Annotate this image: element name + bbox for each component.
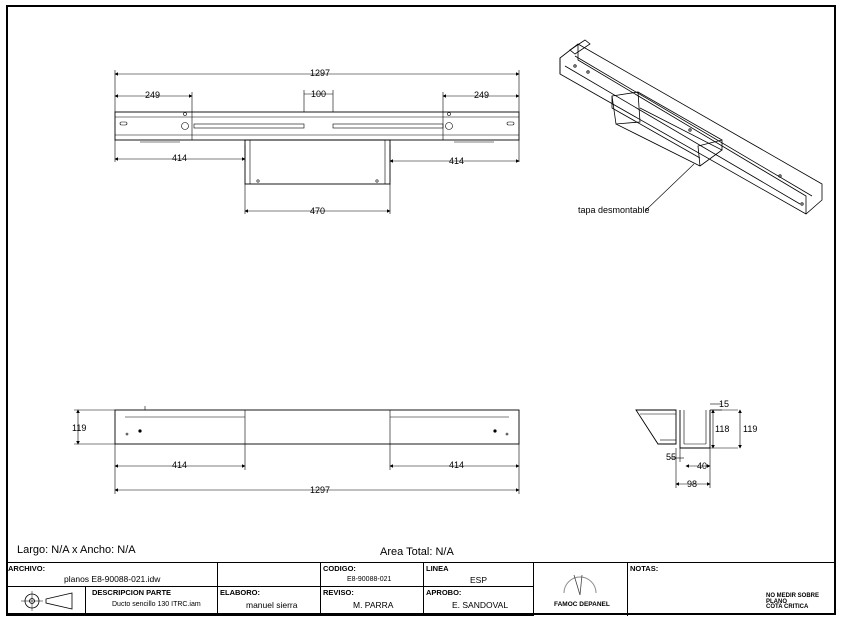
projection-symbol — [6, 587, 86, 616]
archivo-value: planos E8-90088-021.idw — [64, 574, 161, 584]
aprobo-cell: APROBO: E. SANDOVAL — [424, 587, 534, 616]
area-info: Area Total: N/A — [380, 546, 454, 558]
linea-label: LINEA — [426, 564, 449, 573]
notas-cell: NOTAS: NO MEDIR SOBRE PLANO COTA CRITICA — [628, 563, 836, 616]
dim-top-opening: 470 — [310, 206, 325, 216]
dim-section-top-flange: 15 — [719, 399, 729, 409]
codigo-cell: CODIGO: E8-90088-021 — [321, 563, 424, 587]
notas-label: NOTAS: — [630, 564, 659, 573]
dim-front-overall: 1297 — [310, 485, 330, 495]
dim-section-base-inner: 40 — [697, 461, 707, 471]
callout-removable-cover: tapa desmontable — [578, 205, 650, 215]
blank-cell — [218, 563, 321, 587]
size-info: Largo: N/A x Ancho: N/A — [17, 544, 136, 556]
linea-cell: LINEA ESP — [424, 563, 534, 587]
brand-name: FAMOC DEPANEL — [554, 601, 610, 608]
note-cota-critica: COTA CRITICA — [766, 604, 809, 610]
elaboro-value: manuel sierra — [246, 600, 298, 610]
codigo-label: CODIGO: — [323, 564, 356, 573]
descripcion-cell: DESCRIPCION PARTE Ducto sencillo 130 ITR… — [86, 587, 218, 616]
dim-section-lip: 55 — [666, 452, 676, 462]
archivo-label: ARCHIVO: — [8, 564, 46, 573]
dim-top-left-offset: 249 — [145, 90, 160, 100]
dim-top-left-span: 414 — [172, 153, 187, 163]
reviso-value: M. PARRA — [353, 600, 394, 610]
descripcion-value: Ducto sencillo 130 ITRC.iam — [112, 601, 201, 608]
dim-section-inner-height: 118 — [715, 424, 729, 434]
aprobo-value: E. SANDOVAL — [452, 600, 509, 610]
reviso-label: REVISO: — [323, 588, 354, 597]
dim-top-right-offset: 249 — [474, 90, 489, 100]
title-block: ARCHIVO: planos E8-90088-021.idw CODIGO:… — [6, 562, 836, 616]
front-view: 119 414 414 1297 — [72, 406, 520, 495]
dim-top-center-gap: 100 — [311, 89, 326, 99]
dim-front-right-span: 414 — [449, 460, 464, 470]
reviso-cell: REVISO: M. PARRA — [321, 587, 424, 616]
brand-logo-icon — [563, 574, 597, 596]
note-no-medir: NO MEDIR SOBRE PLANO — [766, 593, 820, 605]
dim-section-base-outer: 98 — [687, 479, 697, 489]
brand-cell: FAMOC DEPANEL — [534, 563, 628, 616]
codigo-value: E8-90088-021 — [347, 576, 392, 583]
linea-value: ESP — [470, 575, 488, 585]
dim-front-left-span: 414 — [172, 460, 187, 470]
elaboro-label: ELABORO: — [220, 588, 260, 597]
top-view: 1297 249 249 100 — [114, 68, 520, 216]
sheet-frame — [6, 5, 836, 615]
aprobo-label: APROBO: — [426, 588, 462, 597]
isometric-view — [559, 39, 823, 215]
dim-front-height: 119 — [72, 423, 86, 433]
descripcion-label: DESCRIPCION PARTE — [92, 588, 172, 597]
elaboro-cell: ELABORO: manuel sierra — [218, 587, 321, 616]
dim-section-outer-height: 119 — [743, 424, 757, 434]
archivo-cell: ARCHIVO: planos E8-90088-021.idw — [6, 563, 218, 587]
section-view: 15 118 119 55 40 98 — [635, 399, 757, 489]
dim-top-overall: 1297 — [310, 68, 330, 78]
dim-top-right-span: 414 — [449, 156, 464, 166]
